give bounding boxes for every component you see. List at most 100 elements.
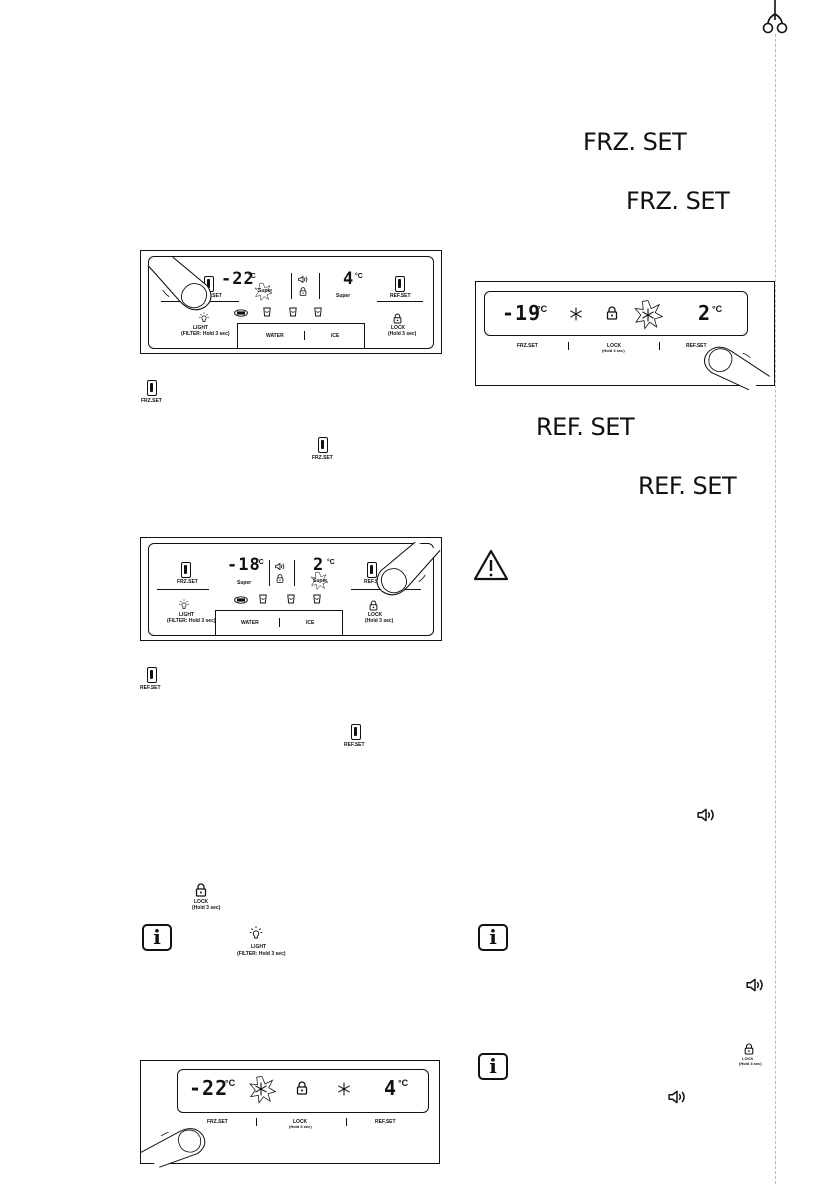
light-bulb-inline-icon	[247, 926, 265, 941]
ice-button-label[interactable]: ICE	[306, 620, 315, 626]
ref-set-label: REF.SET	[364, 579, 385, 585]
degree-unit: °C	[537, 304, 548, 314]
light-sub-label: (FILTER: Hold 3 sec)	[167, 618, 216, 624]
control-panel-figure-1: FRZ.SET -22 °C Super 4 °C Super REF.SET …	[140, 250, 442, 354]
degree-unit: °C	[327, 559, 335, 566]
lock-button-label[interactable]: LOCK	[607, 343, 622, 349]
dispenser-box	[237, 323, 365, 349]
lock-sub-label: (Hold 3 sec)	[365, 618, 394, 624]
fridge-temp-display: 4	[343, 269, 355, 289]
freezer-temp-display: -22	[221, 269, 255, 289]
warning-icon	[473, 549, 509, 581]
ref-set-button[interactable]	[395, 276, 405, 292]
divider	[377, 301, 423, 302]
lock-icon	[296, 1081, 308, 1095]
snowflake-icon	[253, 1081, 269, 1097]
divider	[346, 1118, 347, 1126]
ref-set-button[interactable]	[367, 562, 377, 578]
ref-set-inline-icon	[147, 667, 157, 683]
super-cool-label: Super	[336, 293, 351, 299]
water-button-label[interactable]: WATER	[241, 620, 259, 626]
freezer-temp-display: -18	[227, 555, 261, 575]
light-inline-label: LIGHT	[251, 944, 266, 950]
light-bulb-icon	[177, 599, 191, 611]
filter-icon	[233, 596, 249, 604]
lock-sub-label: (Hold 3 sec)	[602, 348, 625, 353]
lock-inline-label: LOCK	[742, 1056, 754, 1061]
filter-icon	[233, 309, 249, 317]
cup-icon	[313, 594, 321, 604]
sound-icon	[275, 562, 285, 571]
divider	[659, 342, 660, 350]
lock-icon[interactable]	[393, 313, 402, 324]
cup-icon	[314, 307, 322, 317]
control-panel-figure-4: -19 °C 2 °C FRZ.SET LOCK (Hold 3 sec) RE…	[475, 281, 775, 386]
freezer-temp-display: -22	[189, 1076, 229, 1100]
divider	[568, 342, 569, 350]
cup-icon	[259, 594, 267, 604]
cup-icon	[287, 594, 295, 604]
ref-set-label: REF.SET	[390, 293, 411, 299]
lock-button-label[interactable]: LOCK	[293, 1119, 308, 1125]
sound-icon	[746, 977, 764, 993]
snowflake-icon	[336, 1081, 352, 1097]
lock-inline-sub-label: (Hold 3 sec)	[192, 905, 221, 911]
divider	[256, 1118, 257, 1126]
freezer-temp-display: -19	[502, 301, 542, 325]
divider	[319, 273, 320, 299]
degree-unit: °C	[256, 559, 264, 566]
finger-icon	[365, 542, 441, 608]
lock-inline-label: LOCK	[194, 899, 209, 905]
cup-icon	[263, 307, 271, 317]
sound-icon	[668, 1089, 686, 1105]
lock-icon	[276, 574, 284, 583]
light-label: LIGHT	[179, 612, 194, 618]
light-sub-label: (FILTER: Hold 3 sec)	[181, 331, 230, 337]
panel-inner	[177, 1069, 429, 1113]
lock-icon	[299, 287, 307, 296]
lock-sub-label: (Hold 3 sec)	[388, 331, 417, 337]
divider	[291, 273, 292, 299]
frz-set-inline-label: FRZ.SET	[141, 398, 162, 404]
lock-label: LOCK	[368, 612, 383, 618]
light-inline-sub-label: (FILTER: Hold 3 sec)	[237, 951, 286, 957]
lock-inline-sub-label: (Hold 3 sec)	[739, 1061, 762, 1066]
degree-unit: °C	[248, 273, 256, 280]
frz-set-button[interactable]	[181, 562, 191, 578]
finger-icon	[137, 1103, 223, 1183]
light-label: LIGHT	[193, 325, 208, 331]
degree-unit: °C	[712, 304, 723, 314]
finger-icon	[147, 257, 223, 323]
frz-set-button-label[interactable]: FRZ.SET	[517, 343, 538, 349]
control-panel-figure-2: FRZ.SET -18 °C Super 2 °C Super REF.SET …	[140, 537, 442, 641]
frz-set-heading-2: FRZ. SET	[626, 187, 730, 215]
ref-set-inline-label: REF.SET	[140, 685, 161, 691]
ref-set-button-label[interactable]: REF.SET	[375, 1119, 396, 1125]
ref-set-heading-1: REF. SET	[536, 413, 635, 441]
lock-inline-icon	[195, 883, 207, 897]
sound-icon	[298, 275, 308, 284]
ref-set-heading-2: REF. SET	[638, 472, 737, 500]
divider	[279, 618, 280, 627]
info-icon: i	[478, 1053, 508, 1080]
ref-set-inline-icon	[351, 724, 361, 740]
degree-unit: °C	[355, 273, 363, 280]
fridge-temp-display: 2	[313, 555, 325, 575]
super-freeze-label: Super	[237, 580, 252, 586]
info-icon: i	[478, 924, 508, 951]
frz-set-button-label[interactable]: FRZ.SET	[207, 1119, 228, 1125]
super-freeze-label: Super	[258, 288, 273, 294]
super-cool-label: Super	[313, 578, 328, 584]
water-button-label[interactable]: WATER	[266, 333, 284, 339]
divider	[269, 560, 270, 586]
fridge-temp-display: 4	[384, 1076, 398, 1100]
dispenser-box	[215, 610, 343, 636]
lock-sub-label: (Hold 3 sec)	[289, 1124, 312, 1129]
cup-icon	[289, 307, 297, 317]
sound-icon	[697, 807, 715, 823]
ref-set-button-label[interactable]: REF.SET	[686, 343, 707, 349]
divider	[294, 560, 295, 586]
ice-button-label[interactable]: ICE	[331, 333, 340, 339]
frz-set-inline-label: FRZ.SET	[312, 455, 333, 461]
frz-set-heading-1: FRZ. SET	[583, 128, 687, 156]
